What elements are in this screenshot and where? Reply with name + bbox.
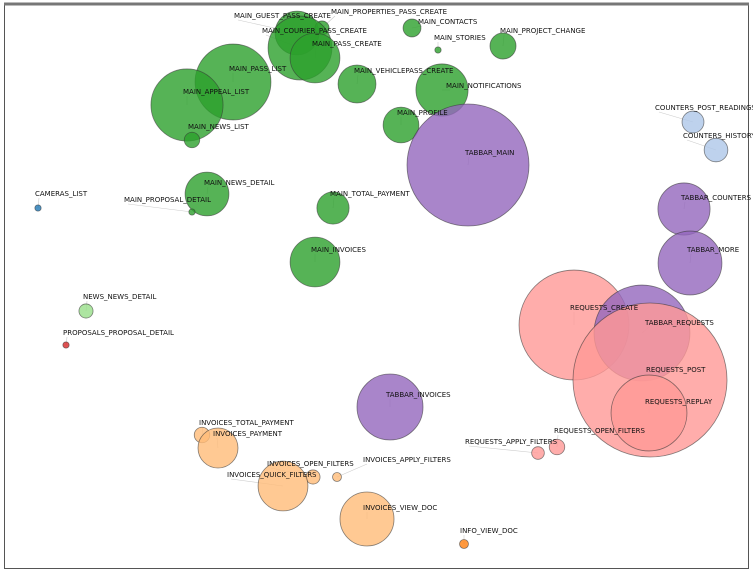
bubble-main-invoices [289, 236, 341, 288]
bubble-invoices-quick-filters [257, 460, 309, 512]
bubble-label: MAIN_NEWS_LIST [188, 123, 250, 131]
bubble-label: MAIN_INVOICES [311, 246, 366, 254]
bubble-label: INFO_VIEW_DOC [460, 527, 518, 535]
bubble-counters-history [703, 137, 729, 163]
bubble-label: INVOICES_PAYMENT [213, 430, 283, 438]
bubble-label: MAIN_PROPERTIES_PASS_CREATE [331, 8, 447, 16]
bubble-label: INVOICES_APPLY_FILTERS [363, 456, 451, 464]
bubble-label: MAIN_PASS_CREATE [312, 40, 382, 48]
bubble-main-total-payment [316, 191, 350, 225]
label-leader-line [468, 445, 539, 454]
bubble-main-news-detail [184, 171, 230, 217]
bubble-label: MAIN_NOTIFICATIONS [446, 82, 522, 90]
bubble-requests-apply-filters [531, 446, 545, 460]
bubble-label: MAIN_PASS_LIST [229, 65, 287, 73]
bubble-counters-post-readings [681, 110, 705, 134]
bubble-label: COUNTERS_POST_READINGS [655, 104, 753, 112]
bubble-label: INVOICES_TOTAL_PAYMENT [199, 419, 294, 427]
bubble-label: CAMERAS_LIST [35, 190, 88, 198]
bubble-label: REQUESTS_POST [646, 366, 706, 374]
bubble-label: TABBAR_COUNTERS [680, 194, 752, 202]
bubble-requests-replay [610, 374, 688, 452]
bubble-label: MAIN_PROPOSAL_DETAIL [124, 196, 211, 204]
bubble-label: INVOICES_OPEN_FILTERS [267, 460, 354, 468]
bubble-label: MAIN_APPEAL_LIST [183, 88, 250, 96]
bubble-invoices-view-doc [339, 491, 395, 547]
bubble-main-vehiclepass-create [337, 64, 377, 104]
bubble-requests-open-filters [548, 438, 566, 456]
bubble-label: REQUESTS_CREATE [570, 304, 638, 312]
bubble-label: MAIN_TOTAL_PAYMENT [330, 190, 410, 198]
bubble-label: MAIN_CONTACTS [418, 18, 478, 26]
label-leader-line [127, 203, 193, 213]
bubble-tabbar-more [657, 230, 723, 296]
bubble-cameras-list [34, 204, 42, 212]
bubble-main-profile [382, 106, 420, 144]
bubble-label: TABBAR_MAIN [464, 149, 514, 157]
bubble-label: TABBAR_REQUESTS [644, 319, 714, 327]
bubble-label: TABBAR_MORE [686, 246, 739, 254]
bubble-main-contacts [402, 18, 422, 38]
bubble-label: NEWS_NEWS_DETAIL [83, 293, 156, 301]
bubble-label: MAIN_VEHICLEPASS_CREATE [354, 67, 453, 75]
bubble-main-proposal-detail [188, 208, 196, 216]
label-leader-line [336, 463, 368, 478]
bubble-tabbar-counters [657, 182, 711, 236]
bubble-label: REQUESTS_APPLY_FILTERS [465, 438, 558, 446]
bubble-label: MAIN_PROJECT_CHANGE [500, 27, 585, 35]
bubble-label: MAIN_STORIES [434, 34, 486, 42]
bubble-news-news-detail [78, 303, 94, 319]
bubble-label: MAIN_GUEST_PASS_CREATE [234, 12, 331, 20]
bubble-label: MAIN_NEWS_DETAIL [204, 179, 275, 187]
bubble-main-news-list [183, 131, 201, 149]
bubble-tabbar-main [406, 103, 530, 227]
bubble-main-stories [434, 46, 442, 54]
bubble-label: MAIN_PROFILE [397, 109, 448, 117]
bubble-proposals-proposal-detail [62, 341, 70, 349]
bubble-info-view-doc [459, 539, 469, 549]
bubble-label: COUNTERS_HISTORY [683, 132, 753, 140]
bubble-label: REQUESTS_OPEN_FILTERS [554, 427, 645, 435]
bubble-invoices-payment [197, 427, 239, 469]
bubble-tabbar-invoices [356, 373, 424, 441]
bubble-invoices-apply-filters [332, 472, 342, 482]
bubble-label: PROPOSALS_PROPOSAL_DETAIL [63, 329, 174, 337]
bubble-label: TABBAR_INVOICES [385, 391, 451, 399]
plot-frame [4, 4, 749, 569]
bubble-label: MAIN_COURIER_PASS_CREATE [262, 27, 367, 35]
bubble-label: INVOICES_QUICK_FILTERS [227, 471, 317, 479]
bubble-main-project-change [489, 32, 517, 60]
bubble-label: REQUESTS_REPLAY [645, 398, 713, 406]
bubble-main-pass-create [289, 32, 341, 84]
bubble-label: INVOICES_VIEW_DOC [363, 504, 437, 512]
